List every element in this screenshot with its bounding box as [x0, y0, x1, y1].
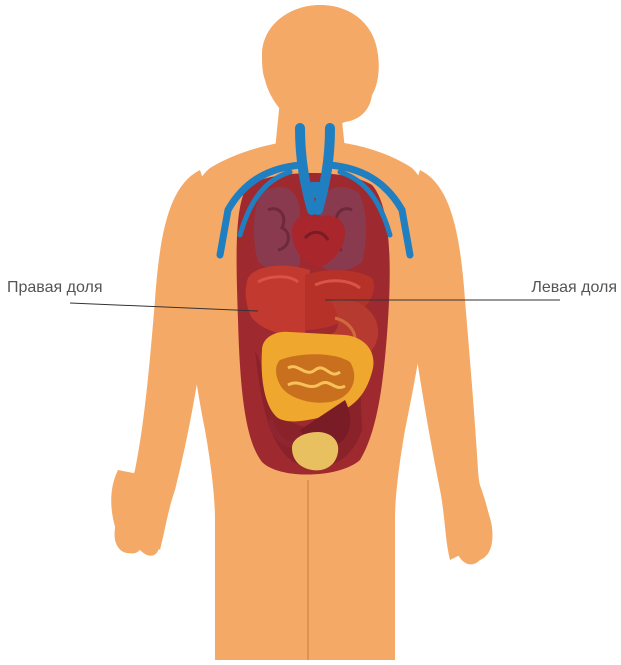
right-lobe-label: Правая доля: [7, 279, 103, 297]
left-lobe-label: Левая доля: [531, 279, 617, 297]
head: [262, 5, 379, 126]
